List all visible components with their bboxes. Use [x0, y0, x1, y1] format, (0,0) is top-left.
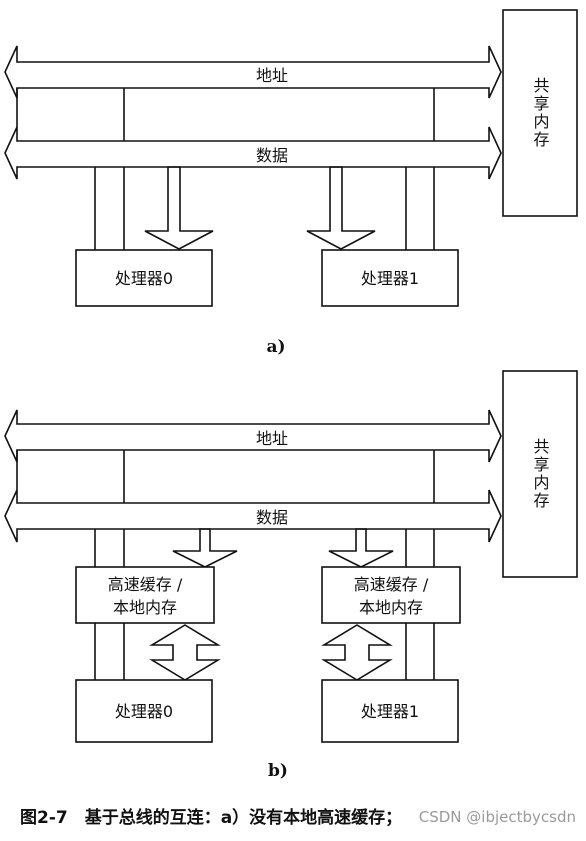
processor-0-box-b	[75, 679, 213, 743]
cache-1-label-line1-b: 高速缓存 /	[354, 575, 429, 594]
address-bus-arrow-b	[4, 409, 502, 463]
shared-memory-label-a: 共享内存	[531, 77, 550, 149]
shared-memory-box-a	[502, 9, 578, 217]
shared-memory-box-b	[502, 370, 578, 578]
figure-caption: 图2-7 基于总线的互连：a）没有本地高速缓存；	[20, 808, 403, 828]
cache-0-box-b	[75, 566, 215, 624]
cache-1-box-b	[321, 566, 461, 624]
address-bus-label-b: 地址	[256, 429, 288, 448]
processor-1-label-a: 处理器1	[361, 269, 419, 288]
data-bus-label-a: 数据	[256, 146, 288, 165]
watermark: CSDN @ibjectbycsdn	[418, 808, 576, 826]
processor-1-box-b	[321, 679, 459, 743]
processor-1-box-a	[321, 249, 459, 307]
cache-0-label-line2-b: 本地内存	[113, 598, 177, 617]
p0-data-arrow-a	[144, 166, 214, 250]
data-bus-arrow-b	[4, 489, 502, 543]
cache-0-data-arrow-b	[172, 528, 238, 568]
bus-interconnect-diagram: 地址 数据 共享内存 处理器0 处理器1 a) 地址 数据 共享内存 高速缓存 …	[4, 9, 578, 781]
cache-1-processor-arrow-b	[321, 624, 393, 681]
cache-1-label-line2-b: 本地内存	[359, 598, 423, 617]
processor-0-label-b: 处理器0	[115, 702, 173, 721]
sublabel-b: b)	[268, 761, 288, 781]
p1-data-arrow-a	[306, 166, 376, 250]
cache-0-label-line1-b: 高速缓存 /	[108, 575, 183, 594]
diagram-b	[4, 370, 578, 743]
cache-1-data-arrow-b	[328, 528, 394, 568]
address-bus-label-a: 地址	[256, 66, 288, 85]
shared-memory-label-b: 共享内存	[531, 438, 550, 510]
sublabel-a: a)	[266, 337, 285, 357]
processor-1-label-b: 处理器1	[361, 702, 419, 721]
data-bus-arrow-a	[4, 126, 502, 180]
diagram-a	[4, 9, 578, 307]
processor-0-label-a: 处理器0	[115, 269, 173, 288]
processor-0-box-a	[75, 249, 213, 307]
address-bus-arrow-a	[4, 45, 502, 99]
data-bus-label-b: 数据	[256, 508, 288, 527]
cache-0-processor-arrow-b	[149, 624, 221, 681]
